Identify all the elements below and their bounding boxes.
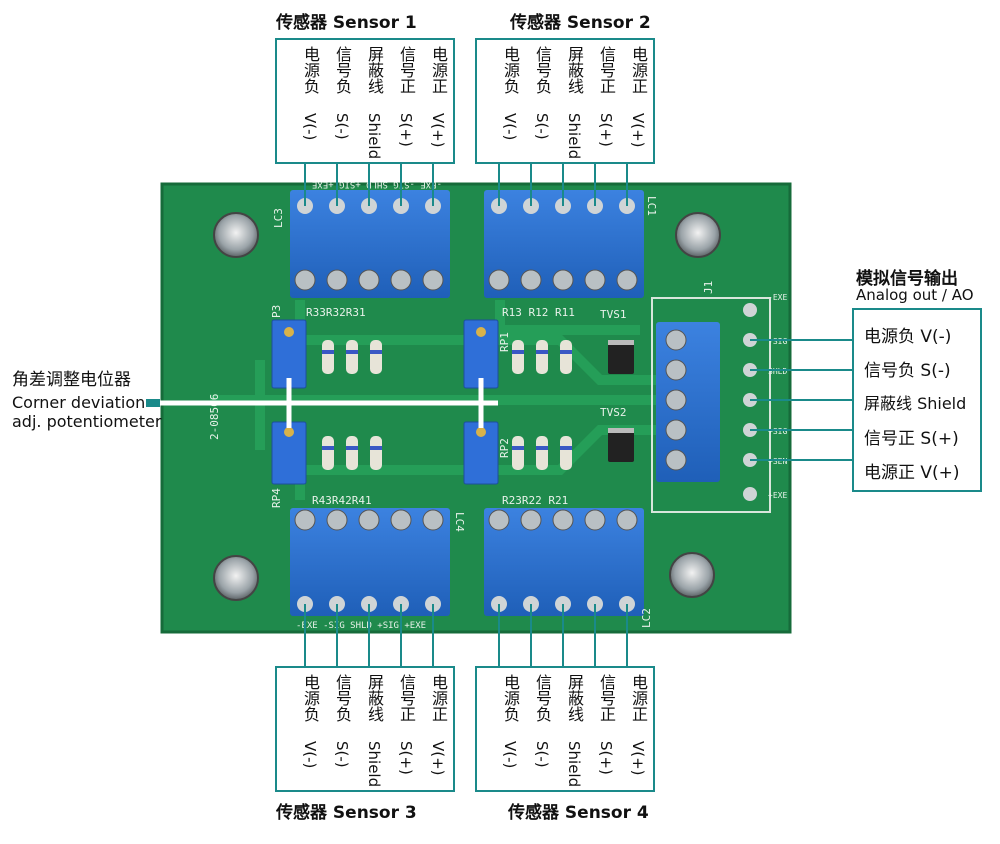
silk-rp2: RP2 [498,438,511,458]
sensor-3-box: 电源负 V(-) 信号负 S(-) 屏蔽线 Shield 信号正 S(+) 电源… [275,666,455,792]
sensor-4-title: 传感器 Sensor 4 [508,803,649,823]
silk-j1-pin-1: -EXE [768,293,787,302]
sensor-3-title: 传感器 Sensor 3 [276,803,417,823]
sensor-1-title: 传感器 Sensor 1 [276,13,417,33]
terminal-block-lc2 [484,508,644,616]
silk-r1: R13 R12 R11 [502,306,575,319]
analog-out-box: 电源负 V(-) 信号负 S(-) 屏蔽线 Shield 信号正 S(+) 电源… [852,308,982,492]
analog-row-3: 屏蔽线 Shield [864,394,967,413]
silk-tvs1: TVS1 [600,308,627,321]
silk-bottom-pins: -EXE -SIG SHLD +SIG +EXE [296,621,426,631]
sensor-1-box: 电源负 V(-) 信号负 S(-) 屏蔽线 Shield 信号正 S(+) 电源… [275,38,455,164]
sensor-2-title: 传感器 Sensor 2 [510,13,651,33]
sensor-2-pin-3: 屏蔽线 Shield [565,46,584,160]
silk-lc2: LC2 [640,608,653,628]
sensor-1-pin-5: 电源正 V(+) [429,46,448,148]
analog-title-cn: 模拟信号输出 [856,269,958,289]
sensor-4-pin-5: 电源正 V(+) [629,674,648,776]
analog-row-2: 信号负 S(-) [864,361,951,381]
analog-row-5: 电源正 V(+) [864,463,960,483]
silk-j1-pin-3: SHLD [768,367,787,376]
tvs-diodes [608,340,634,462]
sensor-4-pin-2: 信号负 S(-) [533,674,552,768]
silk-r2: R23R22 R21 [502,494,568,507]
potentiometers [271,319,499,485]
sensor-1-pin-2: 信号负 S(-) [333,46,352,140]
silk-j1-pin-5: +SEN [768,457,787,466]
silk-lc4: LC4 [453,512,466,532]
silk-j1-pin-2: -SIG [768,337,787,346]
pot-label-cn: 角差调整电位器 [12,370,131,390]
sensor-4-box: 电源负 V(-) 信号负 S(-) 屏蔽线 Shield 信号正 S(+) 电源… [475,666,655,792]
sensor-2-pin-2: 信号负 S(-) [533,46,552,140]
silk-j1: J1 [702,281,715,294]
sensor-4-pin-1: 电源负 V(-) [501,674,520,769]
analog-row-1: 电源负 V(-) [864,327,952,347]
silk-rp1: RP1 [498,332,511,352]
sensor-1-pin-3: 屏蔽线 Shield [365,46,384,160]
pot-pointer [158,378,498,428]
sensor-1-pin-4: 信号正 S(+) [397,46,416,147]
sensor-3-pin-4: 信号正 S(+) [397,674,416,775]
terminal-block-lc4 [290,508,450,616]
terminal-block-lc3 [290,190,450,298]
terminal-block-j1 [651,297,771,513]
silk-top-pins: -EXE -SIG SHLD +SIG +EXE [312,179,442,189]
analog-title-en: Analog out / AO [856,286,974,304]
sensor-3-pin-1: 电源负 V(-) [301,674,320,769]
leader-lines [304,162,852,668]
sensor-2-pin-4: 信号正 S(+) [597,46,616,147]
silk-lc3: LC3 [272,208,285,228]
analog-row-4: 信号正 S(+) [864,429,959,449]
silk-lc1: LC1 [645,196,658,216]
sensor-3-pin-2: 信号负 S(-) [333,674,352,768]
mounting-screws [213,212,721,601]
sensor-1-pin-1: 电源负 V(-) [301,46,320,141]
silk-j1-pin-4: +SIG [768,427,787,436]
sensor-3-pin-5: 电源正 V(+) [429,674,448,776]
sensor-4-pin-4: 信号正 S(+) [597,674,616,775]
silk-rp4: RP4 [270,488,283,508]
pot-label-en2: adj. potentiometer [12,412,162,431]
silk-p3: P3 [270,305,283,318]
silk-r4: R43R42R41 [312,494,372,507]
resistors [322,340,572,470]
sensor-3-pin-3: 屏蔽线 Shield [365,674,384,788]
sensor-2-box: 电源负 V(-) 信号负 S(-) 屏蔽线 Shield 信号正 S(+) 电源… [475,38,655,164]
pot-label-en1: Corner deviation [12,393,146,412]
terminal-block-lc1 [484,190,644,298]
silk-r3: R33R32R31 [306,306,366,319]
sensor-2-pin-1: 电源负 V(-) [501,46,520,141]
silk-tvs2: TVS2 [600,406,627,419]
silk-j1-pin-6: +EXE [768,491,787,500]
sensor-4-pin-3: 屏蔽线 Shield [565,674,584,788]
sensor-2-pin-5: 电源正 V(+) [629,46,648,148]
